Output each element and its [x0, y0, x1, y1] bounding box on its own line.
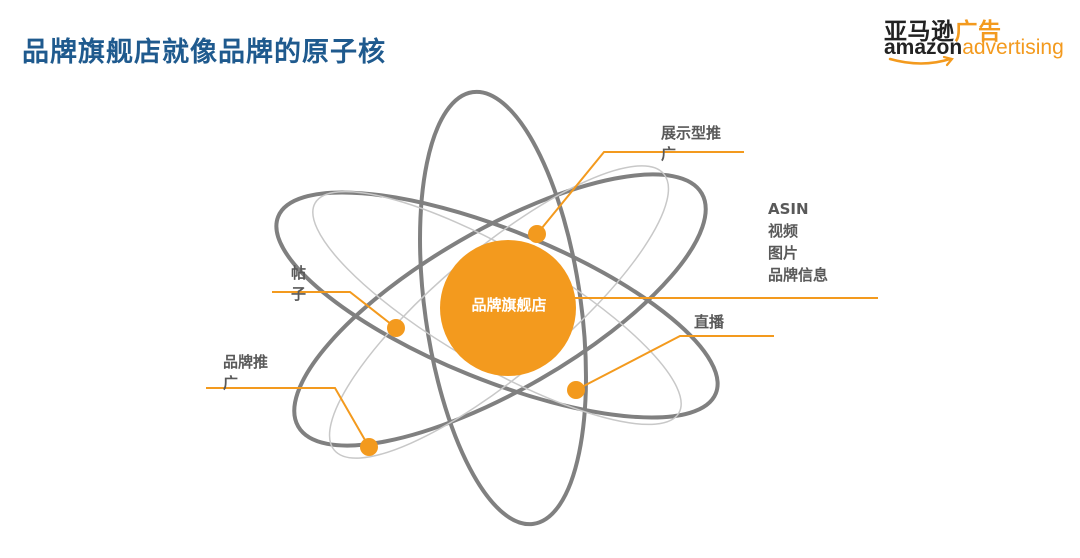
- connector-live: [575, 335, 774, 391]
- slide-title: 品牌旗舰店就像品牌的原子核: [22, 37, 386, 68]
- core-label: 品牌旗舰店: [471, 296, 547, 314]
- label-sponsored-brands: 品牌推 广: [223, 353, 269, 392]
- label-posts: 帖 子: [291, 264, 307, 303]
- amazon-advertising-logo: 亚马逊广告 amazonadvertising: [884, 12, 1064, 72]
- electron-sponsored-brands: [360, 438, 378, 456]
- label-live: 直播: [694, 313, 725, 331]
- connector-posts: [272, 291, 397, 329]
- connector-display-ads: [536, 151, 744, 235]
- connector-sponsored-brands: [206, 387, 370, 448]
- electron-live: [567, 381, 585, 399]
- logo-en: amazonadvertising: [884, 36, 1064, 59]
- logo-cn: 亚马逊广告: [884, 19, 1002, 45]
- electron-display-ads: [528, 225, 546, 243]
- label-display-ads: 展示型推 广: [661, 124, 722, 163]
- smile-arrow-icon: [888, 56, 954, 67]
- label-content: ASIN 视频 图片 品牌信息: [768, 200, 829, 284]
- orbit-left-tilt: [274, 190, 720, 420]
- core-nucleus: [440, 240, 576, 376]
- electron-posts: [387, 319, 405, 337]
- orbit-right-tilt: [292, 172, 708, 448]
